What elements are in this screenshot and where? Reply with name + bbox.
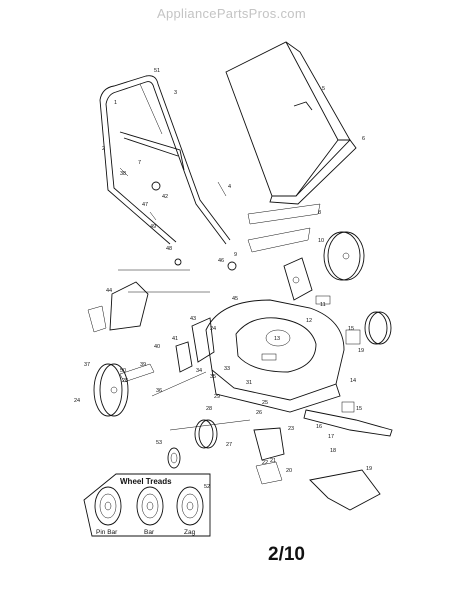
callout-26: 26 [256,410,262,416]
callout-44: 44 [106,288,112,294]
callout-42: 42 [162,194,168,200]
callout-48: 48 [166,246,172,252]
callout-4: 4 [228,184,231,190]
callout-49: 49 [150,224,156,230]
callout-24: 24 [210,326,216,332]
callout-39: 39 [140,362,146,368]
callout-14: 14 [350,378,356,384]
callout-51: 51 [154,68,160,74]
callout-8: 8 [318,210,321,216]
handle-assembly [99,75,237,271]
drive-gear [167,447,181,469]
tread-bar [136,486,164,526]
callout-20: 20 [286,468,292,474]
callout-43: 43 [190,316,196,322]
callout-31: 31 [246,380,252,386]
callout-2: 2 [102,146,105,152]
callout-16: 16 [316,424,322,430]
cable-and-brackets [253,427,285,485]
callout-9: 9 [234,252,237,258]
legend-label-bar: Bar [144,529,155,536]
callout-45: 45 [232,296,238,302]
callout-labels: 51 1 3 2 5 6 7 38 42 4 47 8 49 10 9 48 4… [74,68,372,490]
callout-29: 29 [214,394,220,400]
callout-15: 15 [348,326,354,332]
callout-25: 25 [262,400,268,406]
legend-title: Wheel Treads [120,477,172,486]
callout-18: 18 [330,448,336,454]
callout-19-b: 19 [366,466,372,472]
callout-50: 50 [120,368,126,374]
callout-34: 34 [196,368,202,374]
callout-6: 6 [362,136,365,142]
callout-19: 19 [358,348,364,354]
callout-33: 33 [224,366,230,372]
front-wheel-right [345,311,392,345]
callout-17: 17 [328,434,334,440]
callout-3: 3 [174,90,177,96]
callout-5: 5 [322,86,325,92]
mulch-plug [309,469,381,511]
callout-23: 23 [288,426,294,432]
callout-35: 35 [210,374,216,380]
callout-27: 27 [226,442,232,448]
callout-36: 36 [156,388,162,394]
wheel-treads-legend: Wheel Treads Pin Bar Bar Zag [83,473,211,537]
callout-52: 52 [204,484,210,490]
tread-zag [176,486,204,526]
front-wheel-left [194,419,218,449]
height-adjuster-left [119,317,215,383]
callout-13: 13 [274,336,280,342]
callout-15-b: 15 [356,406,362,412]
watermark: AppliancePartsPros.com [157,6,306,21]
rear-deflector [87,281,149,333]
callout-1: 1 [114,100,117,106]
callout-22: 22 [262,460,268,466]
callout-12: 12 [306,318,312,324]
callout-21: 21 [270,458,276,464]
cutting-blade [303,401,393,437]
rear-bracket [283,257,331,305]
callout-28: 28 [122,378,128,384]
callout-24-b: 24 [74,398,80,404]
callout-40: 40 [154,344,160,350]
rear-wheel-left [93,363,129,417]
callout-7: 7 [138,160,141,166]
callout-37: 37 [84,362,90,368]
callout-53: 53 [156,440,162,446]
grass-bag [225,41,357,253]
leader-lines [118,269,251,431]
tread-pin-bar [94,486,122,526]
page-number: 2/10 [268,544,305,565]
callout-11: 11 [320,302,326,308]
callout-46: 46 [218,258,224,264]
callout-10: 10 [318,238,324,244]
rear-wheel-right [323,231,365,281]
callout-41: 41 [172,336,178,342]
mower-deck [205,299,345,413]
legend-label-pin-bar: Pin Bar [96,529,118,536]
legend-label-zag: Zag [184,529,196,536]
callout-38: 38 [120,171,126,177]
callout-28-b: 28 [206,406,212,412]
callout-47: 47 [142,202,148,208]
